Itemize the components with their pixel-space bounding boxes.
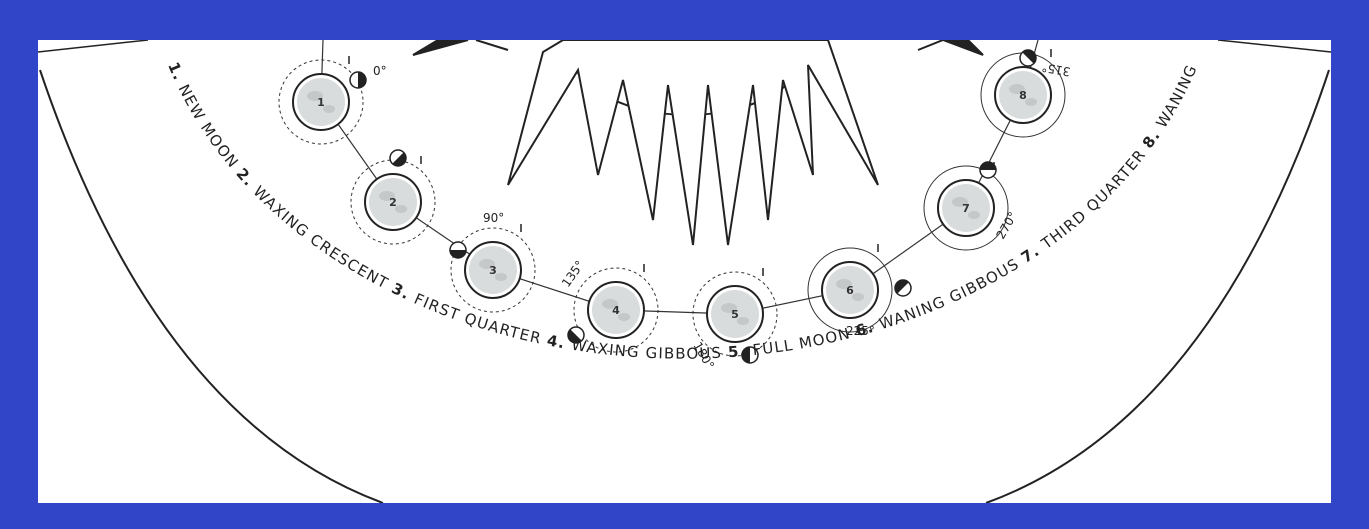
phase-label-name: FULL MOON xyxy=(752,323,858,359)
phase-indicator-shade xyxy=(450,250,466,258)
phase-label-name: THIRD QUARTER xyxy=(1037,141,1153,253)
moon-number: 6 xyxy=(846,284,854,297)
top-corner-line-left xyxy=(38,40,148,52)
moon-marker-1: 1 0° xyxy=(279,56,387,144)
phase-label-name: NEW MOON xyxy=(175,81,247,176)
angle-label: 270° xyxy=(993,209,1020,241)
phase-label-number: 6. xyxy=(853,316,882,340)
moon-number: 3 xyxy=(489,264,497,277)
top-corner-line-right xyxy=(1218,40,1331,52)
moon-marker-3: 3 90° xyxy=(450,211,535,312)
moon-number: 1 xyxy=(317,96,325,109)
angle-label: 0° xyxy=(373,64,387,78)
moon-number: 4 xyxy=(612,304,620,317)
moon-number: 2 xyxy=(389,196,397,209)
phase-label-number: 5. xyxy=(727,341,753,361)
moon-number: 5 xyxy=(731,308,739,321)
moon-marker-7: 7 270° xyxy=(924,162,1020,250)
angle-label: 90° xyxy=(483,211,504,225)
moon-number: 8 xyxy=(1019,89,1027,102)
phase-label-name: FIRST QUARTER xyxy=(411,290,549,349)
phase-label-name: WAXING GIBBOUS xyxy=(570,336,728,363)
moon-marker-2: 2 xyxy=(351,150,435,244)
phase-indicator-shade xyxy=(358,72,366,88)
moon-number: 7 xyxy=(962,202,970,215)
moon-marker-8: 8 315° xyxy=(981,47,1072,137)
angle-label: 315° xyxy=(1041,60,1072,79)
